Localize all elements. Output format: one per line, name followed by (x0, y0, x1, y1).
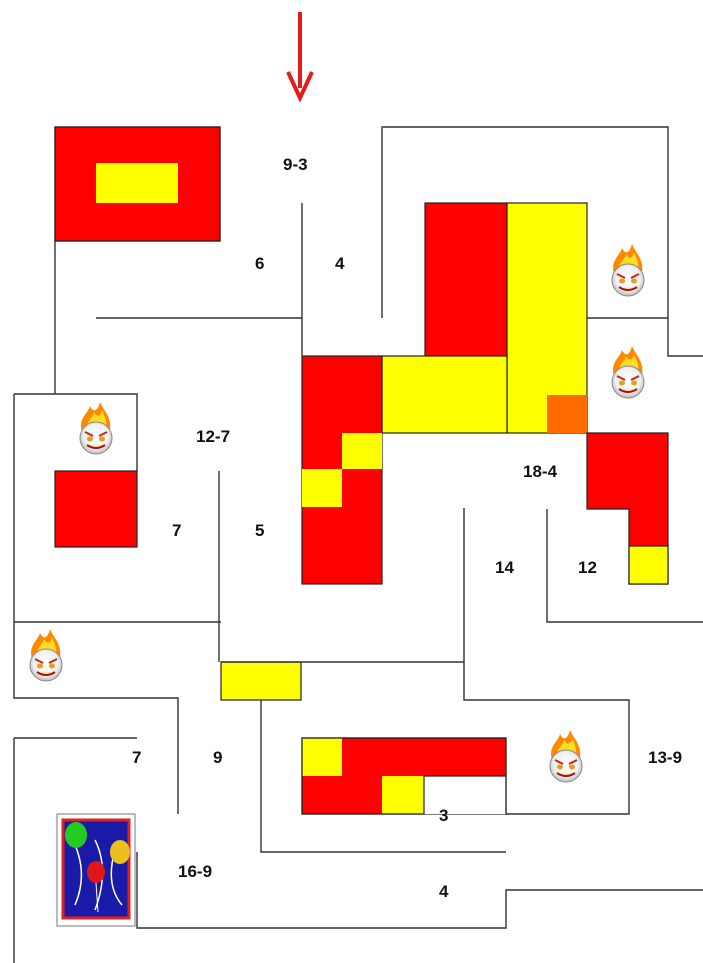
label-top-center: 9-3 (283, 155, 308, 175)
block-right-yellow (629, 546, 668, 584)
block-top-left-yellow (96, 163, 178, 203)
fire-face-icon (612, 346, 644, 398)
block-center-red-tall (425, 203, 507, 356)
label-right-fourteen: 14 (495, 558, 514, 578)
block-center-yellow-wide (382, 356, 507, 433)
label-bottom-sixteen: 16-9 (178, 862, 212, 882)
block-bottom-yellow-2 (382, 776, 424, 814)
block-yellow-step-1 (342, 433, 382, 469)
fire-face-icon (30, 629, 62, 681)
label-center-upper: 4 (335, 254, 344, 274)
block-yellow-step-2 (302, 469, 342, 507)
label-bottom-four: 4 (439, 882, 448, 902)
block-orange (547, 395, 587, 433)
gift-balloons-icon (57, 814, 135, 926)
label-center-five: 5 (255, 521, 264, 541)
label-left-seven: 7 (172, 521, 181, 541)
fire-face-icon (550, 730, 582, 782)
label-left-mid: 12-7 (196, 427, 230, 447)
label-right-twelve: 12 (578, 558, 597, 578)
label-bottom-left-seven: 7 (132, 748, 141, 768)
label-left-upper: 6 (255, 254, 264, 274)
fire-face-icon (612, 244, 644, 296)
label-bottom-right: 13-9 (648, 748, 682, 768)
fire-face-icon (80, 402, 112, 454)
block-bottom-yellow-1 (302, 738, 342, 776)
color-blocks (55, 127, 668, 814)
down-arrow-icon (288, 12, 312, 98)
label-bottom-nine: 9 (213, 748, 222, 768)
block-bridge-yellow (221, 662, 301, 700)
label-right-mid: 18-4 (523, 462, 557, 482)
block-left-red-small (55, 471, 137, 547)
label-bottom-three: 3 (439, 806, 448, 826)
